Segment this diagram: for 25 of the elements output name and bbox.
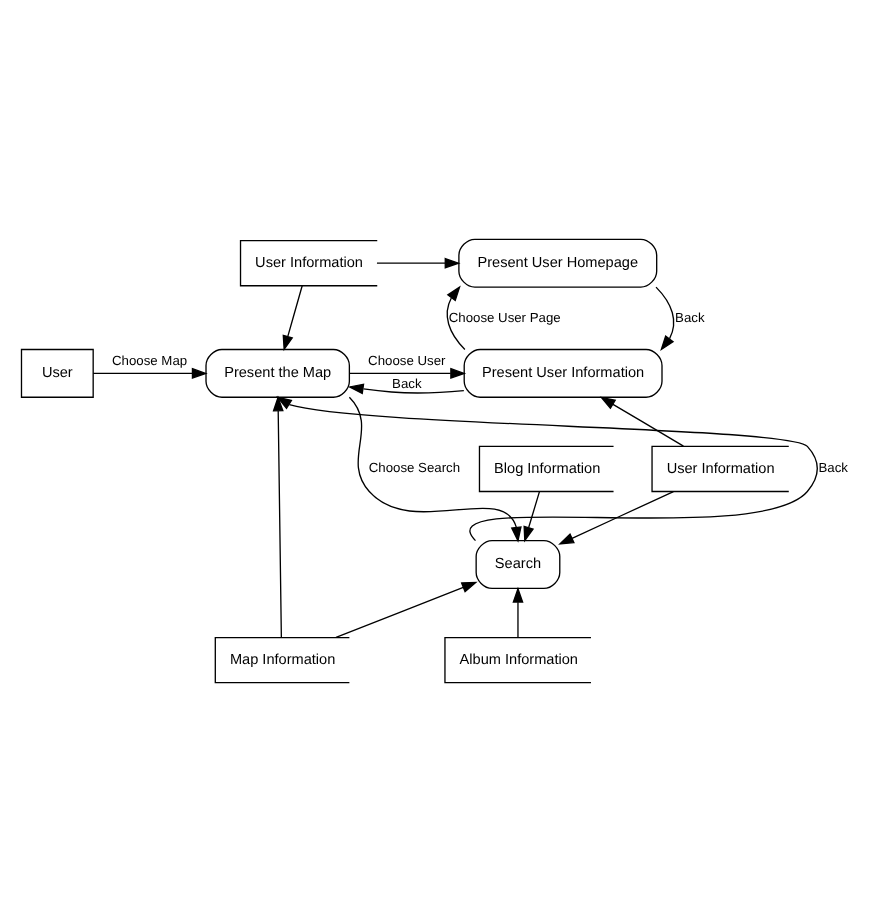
arrow <box>92 366 208 378</box>
arrow <box>349 366 467 378</box>
node-box: Present the Map <box>205 347 351 397</box>
node-text: Album Information <box>459 648 578 667</box>
node-box: User <box>20 347 94 397</box>
arrow <box>282 284 303 351</box>
node-text: User Information <box>666 457 775 476</box>
arrow <box>348 395 522 542</box>
arrow <box>655 285 675 351</box>
node-text: Map Information <box>229 648 336 667</box>
arrow <box>376 256 461 268</box>
arrow <box>512 585 524 638</box>
node-box: Search <box>475 539 561 589</box>
arrow <box>523 490 541 542</box>
arrow <box>335 580 478 638</box>
node-box: Present User Information <box>463 347 663 397</box>
arrow <box>558 489 675 544</box>
arrow <box>347 382 465 394</box>
node-text: Blog Information <box>494 457 601 476</box>
arrow <box>599 395 685 446</box>
arrow <box>276 395 818 541</box>
node-text: User Information <box>255 251 363 270</box>
arrow <box>446 284 466 350</box>
node-box: Present User Homepage <box>458 237 658 287</box>
arrow <box>272 394 284 638</box>
